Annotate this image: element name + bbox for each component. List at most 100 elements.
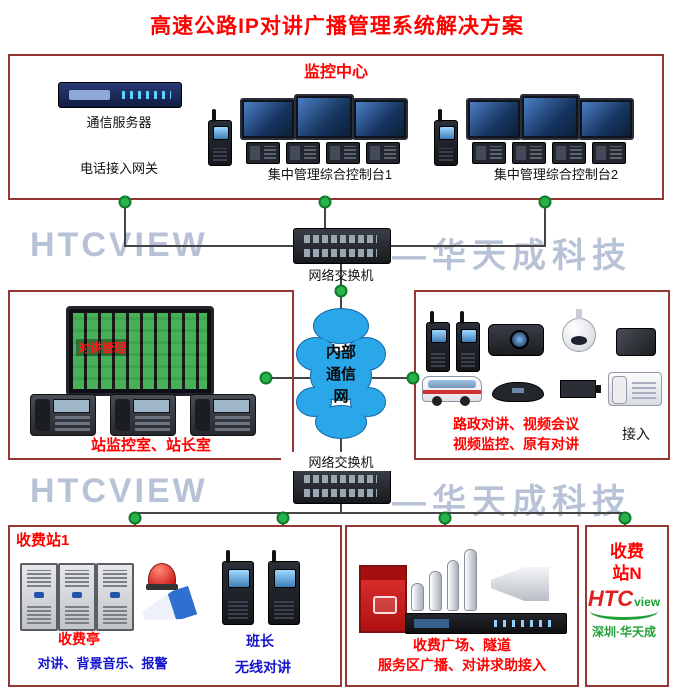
monitor-icon [294, 94, 354, 140]
plaza-caption-line2: 服务区广播、对讲求助接入 [378, 657, 546, 673]
toll-station-1-title: 收费站1 [16, 532, 70, 549]
monitor-icon [520, 94, 580, 140]
cloud-label-line: 网 [333, 387, 349, 405]
page-title: 高速公路IP对讲广播管理系统解决方案 [150, 15, 524, 38]
comm-server-icon [58, 82, 182, 108]
switch-top-label: 网络交换机 [308, 268, 374, 283]
call-button [72, 591, 82, 599]
watermark-text: HTCVIEW [30, 472, 208, 510]
phone-icon [326, 142, 360, 164]
video-conference-codec-icon [488, 324, 544, 356]
wall-intercom-icon [616, 328, 656, 356]
desk-phone-icon [30, 394, 96, 436]
keypad [215, 415, 250, 431]
alarm-beacon-icon [145, 563, 179, 590]
console-2-group [434, 92, 634, 166]
phone-icon [246, 142, 280, 164]
booth-intercom-icon [20, 563, 58, 631]
walkie-talkie-icon [434, 109, 458, 166]
access-devices-box: 路政对讲、视频会议 接入 视频监控、原有对讲 [414, 290, 670, 460]
toll1-caption-left: 对讲、背景音乐、报警 [37, 656, 168, 671]
booth-intercom-icon [58, 563, 96, 631]
van-stripe [423, 389, 481, 394]
connector-line [124, 196, 126, 246]
walkie-talkie-icon [222, 550, 254, 625]
connector-dot [128, 511, 142, 525]
watermark-text: —华天成科技 [392, 237, 632, 275]
phone-icon [472, 142, 506, 164]
keypad [228, 600, 248, 620]
cloud-label: 内部 通信 网 [294, 304, 388, 442]
keypad [438, 148, 454, 162]
speaker-bar [411, 583, 424, 611]
connector-dot [438, 511, 452, 525]
walkie-talkie-icon [208, 109, 232, 166]
station-room-caption: 站监控室、站长室 [90, 437, 211, 454]
console-2-label: 集中管理综合控制台2 [493, 167, 619, 182]
screen-grid [73, 313, 207, 389]
connector-line [340, 500, 342, 514]
network-switch-icon [293, 228, 391, 264]
keypad [212, 148, 228, 162]
speaker-bar [446, 560, 460, 611]
connector-dot [318, 195, 332, 209]
walkie-talkie-icon [456, 311, 480, 372]
console-1-group [208, 92, 408, 166]
walkie-talkie-icon [268, 550, 300, 625]
phone-icon [366, 142, 400, 164]
monitor-icon [352, 98, 408, 140]
keypad [55, 415, 90, 431]
desk-phone-icon [190, 394, 256, 436]
intercom-management-screen: 对讲管理 [66, 306, 214, 396]
cloud-label-line: 通信 [325, 365, 356, 383]
connector-dot [334, 284, 348, 298]
access-caption-line1: 路政对讲、视频会议 [453, 416, 579, 432]
call-button [110, 591, 120, 599]
monitor-icon [240, 98, 296, 140]
connector-dot [538, 195, 552, 209]
keypad [460, 352, 476, 368]
keypad [274, 600, 294, 620]
logo-brand: HTC view [588, 588, 660, 610]
toll-station-n-line1: 收费 [610, 542, 644, 561]
connector-dot [259, 371, 273, 385]
call-button [34, 591, 44, 599]
cctv-camera-icon [560, 380, 601, 398]
comm-server-label: 通信服务器 [86, 115, 152, 130]
console-1-label: 集中管理综合控制台1 [267, 167, 393, 182]
monitoring-center-box: 监控中心 通信服务器 电话接入网关 集中管理综合控制台1 集中管理综 [8, 54, 664, 200]
phone-icon [592, 142, 626, 164]
connector-dot [406, 371, 420, 385]
column-speakers-icon [411, 549, 477, 611]
keypad [135, 415, 170, 431]
ptz-dome-camera-icon [562, 309, 596, 352]
screen-title: 对讲管理 [76, 339, 129, 356]
logo-view-text: view [634, 595, 661, 609]
booth-label: 收费亭 [58, 631, 100, 647]
desk-phone-icon [608, 372, 662, 406]
station-room-box: 对讲管理 站监控室、站长室 [8, 290, 294, 460]
walkie-talkie-icon [426, 311, 450, 372]
logo-swoosh [590, 608, 658, 620]
horn-speaker-icon [491, 567, 549, 601]
phone-icon [512, 142, 546, 164]
switch-bottom-label: 网络交换机 [281, 452, 401, 471]
connector-dot [618, 511, 632, 525]
toll-station-1-box: 收费站1 收费亭 班长 对讲、背景音乐、报警 无线对讲 [8, 525, 342, 687]
cloud-shape [296, 308, 386, 439]
monitor-label: 班长 [246, 633, 274, 649]
connector-line [134, 512, 626, 514]
connector-line [264, 377, 310, 379]
cloud-label-line: 内部 [325, 343, 356, 361]
connector-line [324, 196, 326, 246]
toll1-caption-right: 无线对讲 [235, 659, 291, 675]
patrol-van-icon [422, 376, 482, 406]
keypad [430, 352, 446, 368]
network-switch-icon [293, 468, 391, 504]
megaphone-icon [139, 586, 198, 631]
phone-icon [286, 142, 320, 164]
plaza-broadcast-box: 收费广场、隧道 服务区广播、对讲求助接入 [345, 525, 579, 687]
connector-dot [276, 511, 290, 525]
logo-htc-text: HTC [587, 586, 634, 611]
